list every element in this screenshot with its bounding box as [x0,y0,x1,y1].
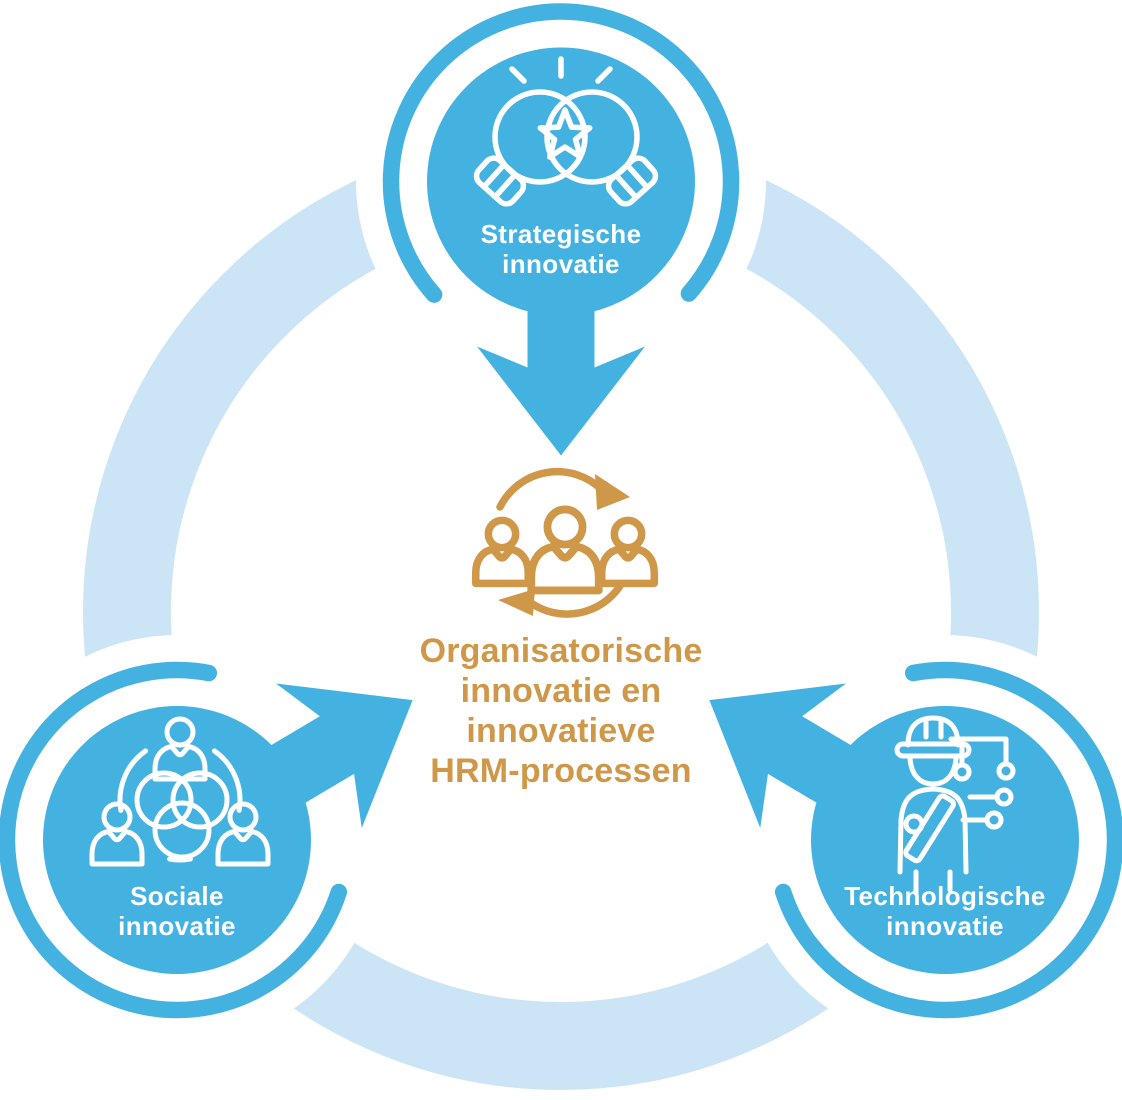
arc-ring-technologische [774,661,1122,1019]
lightbulbs-star-icon [473,56,659,207]
arc-ring-strategische [382,3,740,303]
node-label-strategische: Strategische innovatie [480,219,642,279]
people-cycle-icon [476,467,655,618]
node-label-technologische: Technologische innovatie [844,881,1046,941]
center-label: Organisatorische innovatie en innovatiev… [419,632,703,790]
node-circle-sociale [43,706,311,974]
engineer-circuit-icon [894,715,1016,896]
node-label-sociale: Sociale innovatie [118,881,236,941]
people-collaboration-icon [92,719,268,864]
arc-ring-sociale [0,661,348,1019]
